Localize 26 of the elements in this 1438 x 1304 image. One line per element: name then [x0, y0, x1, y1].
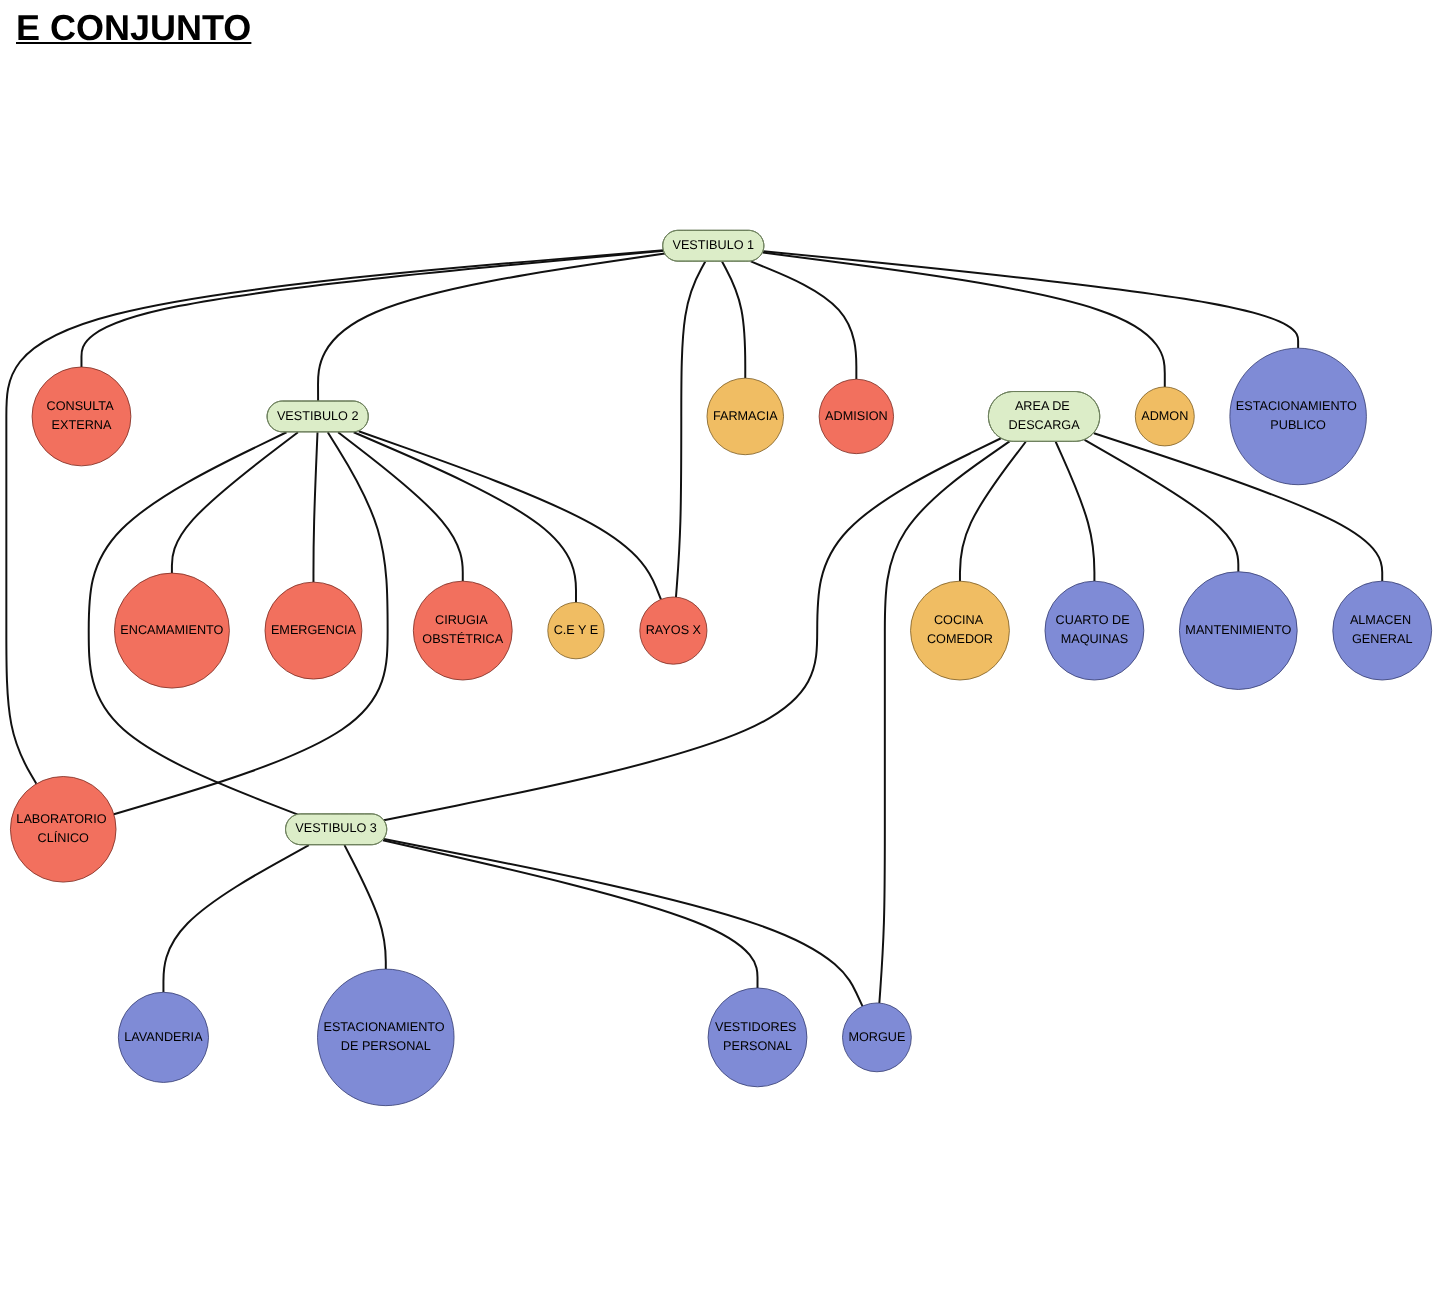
- connector: [5, 249, 665, 785]
- connector: [162, 844, 310, 994]
- connector: [337, 431, 464, 583]
- connector: [352, 431, 577, 604]
- connector: [381, 839, 759, 989]
- connector: [87, 431, 299, 816]
- connector: [749, 260, 858, 381]
- connector: [312, 431, 319, 584]
- connector: [317, 252, 666, 403]
- connector: [721, 260, 747, 380]
- connector: [382, 838, 864, 1008]
- connector: [112, 431, 389, 816]
- connector: [674, 260, 707, 599]
- connector: [762, 250, 1300, 350]
- connector: [1054, 440, 1096, 583]
- diagram-title: E CONJUNTO: [14, 6, 254, 52]
- connector: [343, 844, 387, 971]
- connector: [1083, 438, 1240, 573]
- connector: [761, 251, 1166, 388]
- connector: [878, 440, 1011, 1005]
- connector: [958, 440, 1027, 583]
- connector: [357, 430, 662, 601]
- connector: [382, 437, 1002, 822]
- connector: [80, 249, 665, 368]
- connector: [170, 431, 299, 575]
- connector: [1093, 432, 1384, 583]
